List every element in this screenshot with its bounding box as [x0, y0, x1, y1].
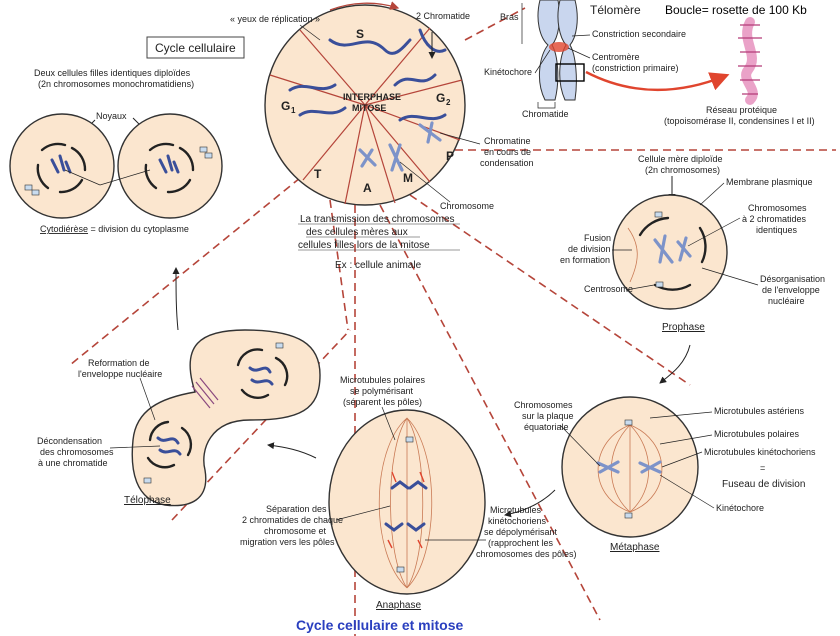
micro-pol-label-3: (séparent les pôles) [343, 397, 422, 407]
phase-a: A [363, 181, 372, 195]
mere-label-1: Cellule mère diploïde [638, 154, 723, 164]
anaphase-cell [328, 409, 486, 595]
transmission-line-1: La transmission des chromosomes [300, 214, 455, 225]
main-title: Cycle cellulaire et mitose [296, 617, 464, 633]
chromatine-label-3: condensation [480, 158, 534, 168]
desorg-label-2: de l'enveloppe [762, 285, 820, 295]
noyaux-label: Noyaux [96, 111, 127, 121]
daughter-cell-left [9, 113, 115, 219]
cycle-cellulaire-label: Cycle cellulaire [155, 41, 236, 55]
deux-cellules-line-2: (2n chromosomes monochromatidiens) [38, 79, 194, 89]
chromatide-label: Chromatide [522, 109, 569, 119]
cytodierese-label: Cytodiérèse = division du cytoplasme [40, 224, 189, 234]
deux-cellules-line-1: Deux cellules filles identiques diploïde… [34, 68, 191, 78]
chrom-plaque-label-3: équatoriale [524, 422, 569, 432]
decondensation-label-1: Décondensation [37, 436, 102, 446]
prophase-title: Prophase [662, 322, 705, 333]
phase-g2: G [436, 91, 445, 105]
mitose-label: MITOSE [352, 103, 386, 113]
micro-polaires-right-label: Microtubules polaires [714, 429, 800, 439]
micro-kin-label-3: se dépolymérisant [484, 527, 558, 537]
telophase-cell [131, 329, 321, 507]
dashed-guide-lines [69, 7, 836, 636]
chromosomes-2c-label-3: identiques [756, 225, 798, 235]
fusion-label-1: Fusion [584, 233, 611, 243]
telomere-label: Télomère [590, 3, 641, 17]
phase-g1: G [281, 99, 290, 113]
reformation-label-2: l'enveloppe nucléaire [78, 369, 162, 379]
micro-kinetochoriens-label: Microtubules kinétochoriens [704, 447, 816, 457]
chromosome-structure [537, 0, 730, 101]
anaphase-title: Anaphase [376, 600, 421, 611]
chromosome-label: Chromosome [440, 201, 494, 211]
constriction-secondaire-label: Constriction secondaire [592, 29, 686, 39]
micro-pol-label-2: se polymérisant [350, 386, 414, 396]
centromere-label-1: Centromère [592, 52, 640, 62]
fusion-label-2: de division [568, 244, 611, 254]
phase-g1-sub: 1 [291, 106, 296, 115]
bras-label: Bras [500, 12, 519, 22]
yeux-replication-label: « yeux de réplication » [230, 14, 320, 24]
fusion-label-3: en formation [560, 255, 610, 265]
separation-label-3: chromosome et [264, 526, 327, 536]
telophase-title: Télophase [124, 495, 171, 506]
rosette-loops [738, 17, 762, 105]
separation-label-2: 2 chromatides de chaque [242, 515, 343, 525]
phase-m: M [403, 171, 413, 185]
metaphase-title: Métaphase [610, 542, 660, 553]
decondensation-label-2: des chromosomes [40, 447, 114, 457]
kinetochore-meta-label: Kinétochore [716, 503, 764, 513]
micro-pol-label-1: Microtubules polaires [340, 375, 426, 385]
ex-cellule-animale: Ex : cellule animale [335, 260, 422, 271]
micro-kin-label-1: Microtubules [490, 505, 542, 515]
chrom-plaque-label-1: Chromosomes [514, 400, 573, 410]
cycle-wheel [264, 1, 466, 206]
micro-kin-label-5: chromosomes des pôles) [476, 549, 577, 559]
metaphase-cell [561, 396, 699, 538]
chromatine-label-2: en cours de [484, 147, 531, 157]
micro-kin-label-2: kinétochoriens [488, 516, 547, 526]
phase-s: S [356, 27, 364, 41]
membrane-label: Membrane plasmique [726, 177, 813, 187]
micro-kin-label-4: (rapprochent les [488, 538, 554, 548]
reformation-label-1: Reformation de [88, 358, 150, 368]
fuseau-label: Fuseau de division [722, 479, 805, 490]
cytodierese-word: Cytodiérèse [40, 224, 88, 234]
separation-label-1: Séparation des [266, 504, 327, 514]
chrom-plaque-label-2: sur la plaque [522, 411, 574, 421]
two-chromatide-label: 2 Chromatide [416, 11, 470, 21]
prophase-cell [612, 194, 728, 310]
chromosomes-2c-label-1: Chromosomes [748, 203, 807, 213]
separation-label-4: migration vers les pôles [240, 537, 335, 547]
desorg-label-1: Désorganisation [760, 274, 825, 284]
decondensation-label-3: à une chromatide [38, 458, 108, 468]
centrosome-label: Centrosome [584, 284, 633, 294]
daughter-cell-right [117, 113, 223, 219]
chromatine-label-1: Chromatine [484, 136, 531, 146]
transmission-line-3: cellules filles lors de la mitose [298, 240, 430, 251]
reseau-label-2: (topoisomérase II, condensines I et II) [664, 116, 815, 126]
centromere-label-2: (constriction primaire) [592, 63, 679, 73]
micro-asteriens-label: Microtubules astériens [714, 406, 805, 416]
phase-p: P [446, 149, 454, 163]
kinetochore-top-label: Kinétochore [484, 67, 532, 77]
interphase-label: INTERPHASE [343, 92, 401, 102]
chromosomes-2c-label-2: à 2 chromatides [742, 214, 807, 224]
mere-label-2: (2n chromosomes) [645, 165, 720, 175]
phase-t: T [314, 167, 322, 181]
reseau-label-1: Réseau protéique [706, 105, 777, 115]
equals-sign: = [760, 463, 765, 473]
transmission-line-2: des cellules mères aux [306, 227, 408, 238]
boucle-label: Boucle= rosette de 100 Kb [665, 3, 807, 17]
desorg-label-3: nucléaire [768, 296, 805, 306]
phase-g2-sub: 2 [446, 98, 451, 107]
cycle-cellulaire-box [146, 36, 245, 59]
cytodierese-desc: = division du cytoplasme [88, 224, 189, 234]
